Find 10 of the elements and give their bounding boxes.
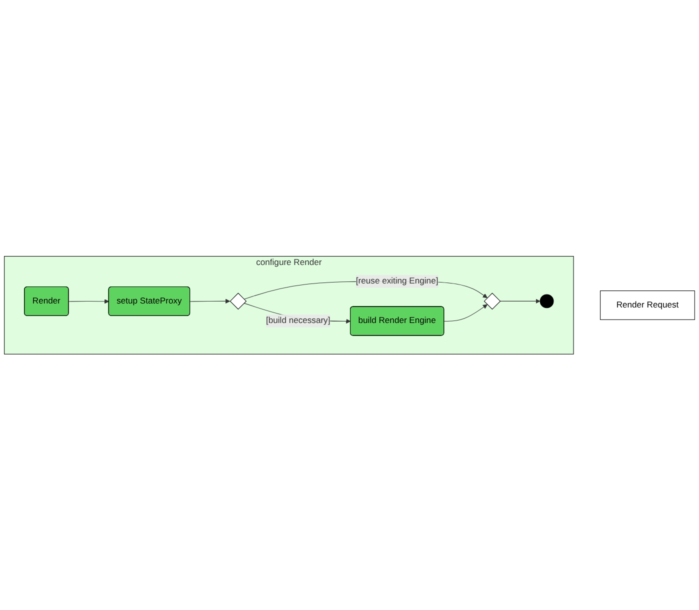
- node-circle: [540, 294, 554, 308]
- arrow: [68, 298, 110, 304]
- node-diamond: [230, 292, 247, 310]
- node-diamond: [484, 292, 501, 310]
- edge-label: [reuse exiting Engine]: [356, 276, 438, 286]
- arrow: [190, 298, 230, 304]
- arrow: [444, 304, 488, 322]
- arrow: [500, 298, 540, 304]
- edge-label: [build necessary]: [266, 316, 330, 326]
- node-box: Render Request: [600, 290, 695, 320]
